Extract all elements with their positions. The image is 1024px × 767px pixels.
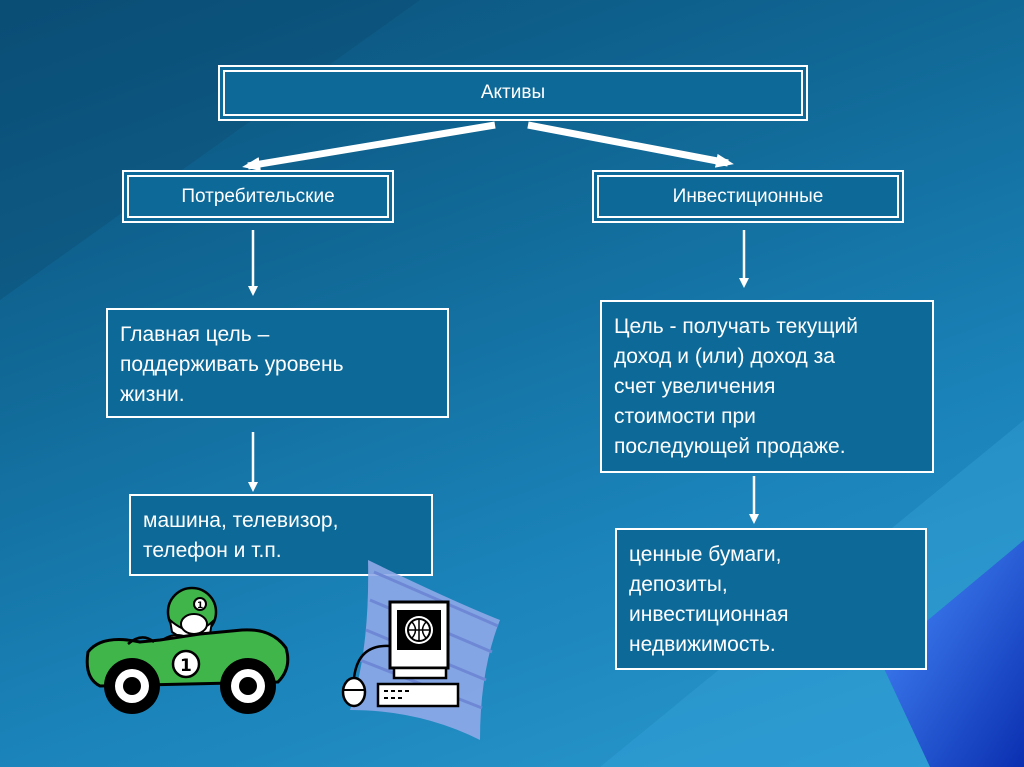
consumer-examples-box: машина, телевизор, телефон и т.п. [129,494,433,576]
root-label: Активы [480,82,546,103]
consumer-goal-box: Главная цель – поддерживать уровень жизн… [106,308,449,418]
investment-goal-box: Цель - получать текущий доход и (или) до… [600,300,934,473]
root-box: Активы [218,65,808,121]
arrow-root-to-left [242,121,496,171]
car-number: 1 [180,656,192,676]
computer-clipart [341,560,500,740]
consumer-assets-title: Потребительские [181,185,335,207]
investment-assets-title: Инвестиционные [672,185,824,207]
investment-goal-text: Цель - получать текущий доход и (или) до… [614,315,858,458]
consumer-assets-box: Потребительские [122,170,394,223]
arrow-root-to-right [527,121,734,168]
investment-examples-box: ценные бумаги, депозиты, инвестиционная … [615,528,927,670]
investment-assets-box: Инвестиционные [592,170,904,223]
investment-examples-text: ценные бумаги, депозиты, инвестиционная … [629,543,789,656]
consumer-goal-text: Главная цель – поддерживать уровень жизн… [120,323,344,406]
svg-text:1: 1 [197,601,203,611]
race-car-clipart: 1 1 [85,586,290,714]
consumer-examples-text: машина, телевизор, телефон и т.п. [143,509,339,562]
